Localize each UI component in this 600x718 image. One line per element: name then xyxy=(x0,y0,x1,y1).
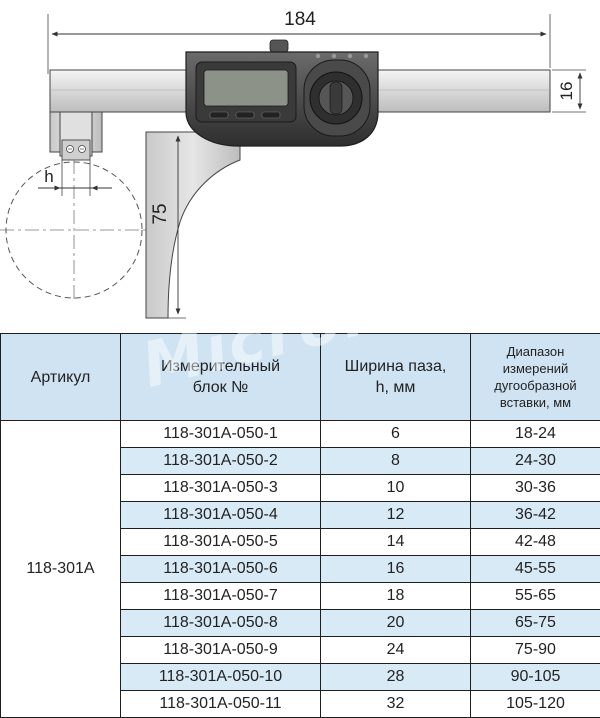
article-cell: 118-301A xyxy=(1,421,121,718)
measuring-block-cell: 118-301A-050-10 xyxy=(121,664,321,691)
measuring-range-cell: 90-105 xyxy=(471,664,600,691)
dimension-height: 16 xyxy=(552,70,586,112)
slot-width-cell: 32 xyxy=(321,691,471,718)
dimension-length-label: 184 xyxy=(284,9,316,30)
slot-width-cell: 14 xyxy=(321,529,471,556)
measuring-range-cell: 105-120 xyxy=(471,691,600,718)
slot-width-cell: 18 xyxy=(321,583,471,610)
table-header-row: Артикул Измерительный блок № Ширина паза… xyxy=(1,334,600,421)
measuring-range-cell: 24-30 xyxy=(471,448,600,475)
header-measuring-block: Измерительный блок № xyxy=(121,334,321,421)
measuring-block-cell: 118-301A-050-4 xyxy=(121,502,321,529)
measuring-range-cell: 55-65 xyxy=(471,583,600,610)
measuring-range-cell: 42-48 xyxy=(471,529,600,556)
lcd-screen xyxy=(204,70,288,106)
digital-display-unit xyxy=(186,40,378,146)
workpiece-outline xyxy=(0,160,150,300)
measuring-block-cell: 118-301A-050-8 xyxy=(121,610,321,637)
measuring-range-cell: 36-42 xyxy=(471,502,600,529)
measuring-range-cell: 65-75 xyxy=(471,610,600,637)
measuring-block-cell: 118-301A-050-6 xyxy=(121,556,321,583)
slot-width-cell: 6 xyxy=(321,421,471,448)
measuring-block-cell: 118-301A-050-9 xyxy=(121,637,321,664)
measuring-block-cell: 118-301A-050-5 xyxy=(121,529,321,556)
measuring-block-cell: 118-301A-050-3 xyxy=(121,475,321,502)
dimension-depth-label: 75 xyxy=(150,203,171,224)
measuring-block-cell: 118-301A-050-1 xyxy=(121,421,321,448)
slot-width-cell: 12 xyxy=(321,502,471,529)
header-slot-width: Ширина паза, h, мм xyxy=(321,334,471,421)
measuring-block-cell: 118-301A-050-2 xyxy=(121,448,321,475)
display-button-3 xyxy=(262,112,280,118)
dimension-slot-label: h xyxy=(44,167,53,186)
measuring-block-cell: 118-301A-050-11 xyxy=(121,691,321,718)
slot-width-cell: 20 xyxy=(321,610,471,637)
specification-table: Артикул Измерительный блок № Ширина паза… xyxy=(0,333,600,718)
caliper-drawing: 184 16 h 75 xyxy=(0,0,600,330)
header-measuring-range: Диапазон измерений дугообразной вставки,… xyxy=(471,334,600,421)
slot-width-cell: 24 xyxy=(321,637,471,664)
fixed-jaw xyxy=(50,112,102,160)
slot-width-cell: 10 xyxy=(321,475,471,502)
measuring-range-cell: 75-90 xyxy=(471,637,600,664)
dimension-slot: h xyxy=(38,160,112,196)
measuring-range-cell: 18-24 xyxy=(471,421,600,448)
measuring-block-cell: 118-301A-050-7 xyxy=(121,583,321,610)
dimension-height-label: 16 xyxy=(557,82,576,101)
slot-width-cell: 8 xyxy=(321,448,471,475)
display-button-1 xyxy=(210,112,228,118)
slot-width-cell: 16 xyxy=(321,556,471,583)
slot-width-cell: 28 xyxy=(321,664,471,691)
measuring-range-cell: 30-36 xyxy=(471,475,600,502)
header-article: Артикул xyxy=(1,334,121,421)
measuring-range-cell: 45-55 xyxy=(471,556,600,583)
display-button-2 xyxy=(236,112,254,118)
